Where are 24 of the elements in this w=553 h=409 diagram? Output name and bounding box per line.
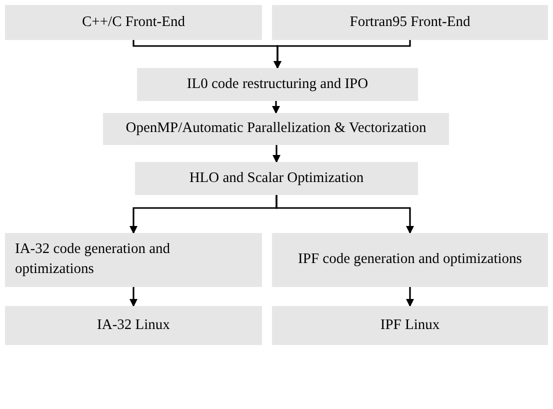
connector-arrow xyxy=(272,101,280,114)
box-label: IL0 code restructuring and IPO xyxy=(186,74,368,94)
box-label: IPF code generation and optimizations xyxy=(298,250,522,270)
process-box xyxy=(103,113,449,145)
process-box xyxy=(5,306,262,345)
connector-arrow xyxy=(272,145,280,163)
box-label: C++/C Front-End xyxy=(82,12,185,32)
box-label: IA-32 code generation and optimizations xyxy=(15,240,172,279)
connector-arrow xyxy=(406,287,414,307)
box-label: Fortran95 Front-End xyxy=(350,12,470,32)
connector-arrow xyxy=(130,287,138,307)
box-label: IA-32 Linux xyxy=(97,316,170,335)
process-box xyxy=(272,233,548,287)
connector-arrow xyxy=(276,195,414,234)
process-box xyxy=(135,162,418,195)
process-box xyxy=(5,233,262,287)
connector-arrow xyxy=(274,40,411,69)
box-label: OpenMP/Automatic Parallelization & Vectorization xyxy=(126,119,426,138)
process-box xyxy=(272,5,548,40)
box-label: IPF Linux xyxy=(380,316,440,335)
box-label: HLO and Scalar Optimization xyxy=(189,168,364,188)
process-box xyxy=(137,68,418,101)
process-box xyxy=(5,5,262,40)
process-box xyxy=(272,306,548,345)
